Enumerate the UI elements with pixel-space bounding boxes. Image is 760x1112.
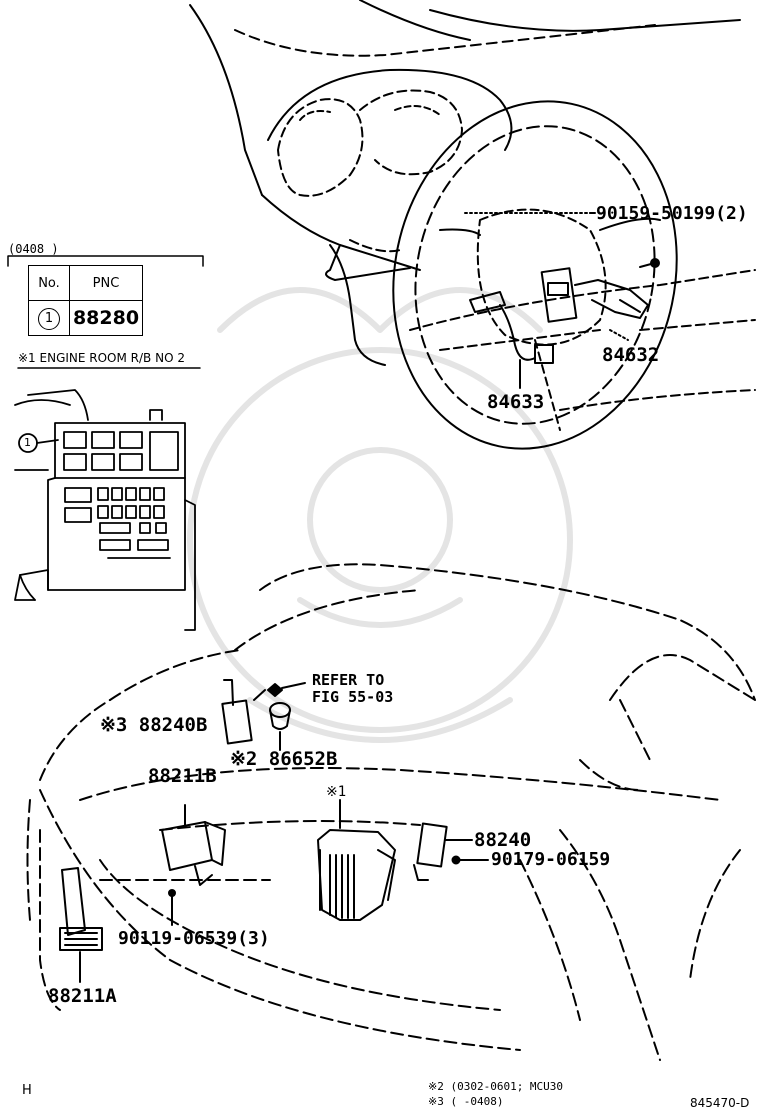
label-88211A: 88211A xyxy=(48,985,117,1007)
col-pnc-header: PNC xyxy=(69,265,143,301)
label-88211B: 88211B xyxy=(148,765,217,787)
car-front-drawing xyxy=(26,563,756,1061)
table-range-note: (0408 ) xyxy=(8,242,59,256)
label-90119-06539: 90119-06539(3) xyxy=(118,928,270,949)
label-84632: 84632 xyxy=(602,344,660,366)
part-86652B xyxy=(269,702,291,751)
steering-wheel-drawing xyxy=(189,0,756,450)
label-refer-to: REFER TO xyxy=(312,671,385,689)
label-86652B: ※2 86652B xyxy=(230,748,338,770)
col-no-header: No. xyxy=(28,265,70,301)
relay-callout: 1 xyxy=(24,436,31,449)
callout-number: 1 xyxy=(38,307,60,330)
row-pnc-cell: 88280 xyxy=(69,300,143,336)
drawing-id: 845470-D xyxy=(690,1096,750,1110)
engine-room-note: ※1 ENGINE ROOM R/B NO 2 xyxy=(18,351,185,365)
part-88211B xyxy=(161,804,226,886)
footnote-3: ※3 ( -0408) xyxy=(428,1095,504,1108)
relay-box-drawing xyxy=(14,389,196,631)
label-88240B: ※3 88240B xyxy=(100,714,208,736)
row-no-cell: 1 xyxy=(28,300,70,336)
label-84633: 84633 xyxy=(487,391,545,413)
label-90179-06159: 90179-06159 xyxy=(491,849,611,870)
table-bracket xyxy=(7,255,204,267)
pnc-table: No. PNC 1 88280 xyxy=(28,265,143,336)
footnote-2: ※2 (0302-0601; MCU30 xyxy=(428,1080,564,1093)
part-88211A xyxy=(59,867,176,983)
corner-mark: H xyxy=(22,1083,32,1098)
bolt-refer xyxy=(267,682,306,697)
label-refer-fig: FIG 55-03 xyxy=(312,688,394,706)
label-88240: 88240 xyxy=(474,829,532,851)
part-ecu xyxy=(317,799,396,921)
label-mark-1: ※1 xyxy=(326,784,347,800)
watermark xyxy=(187,287,573,743)
part-88240B xyxy=(221,679,266,745)
label-90159-50199: 90159-50199(2) xyxy=(596,203,748,224)
part-88240 xyxy=(413,822,489,881)
